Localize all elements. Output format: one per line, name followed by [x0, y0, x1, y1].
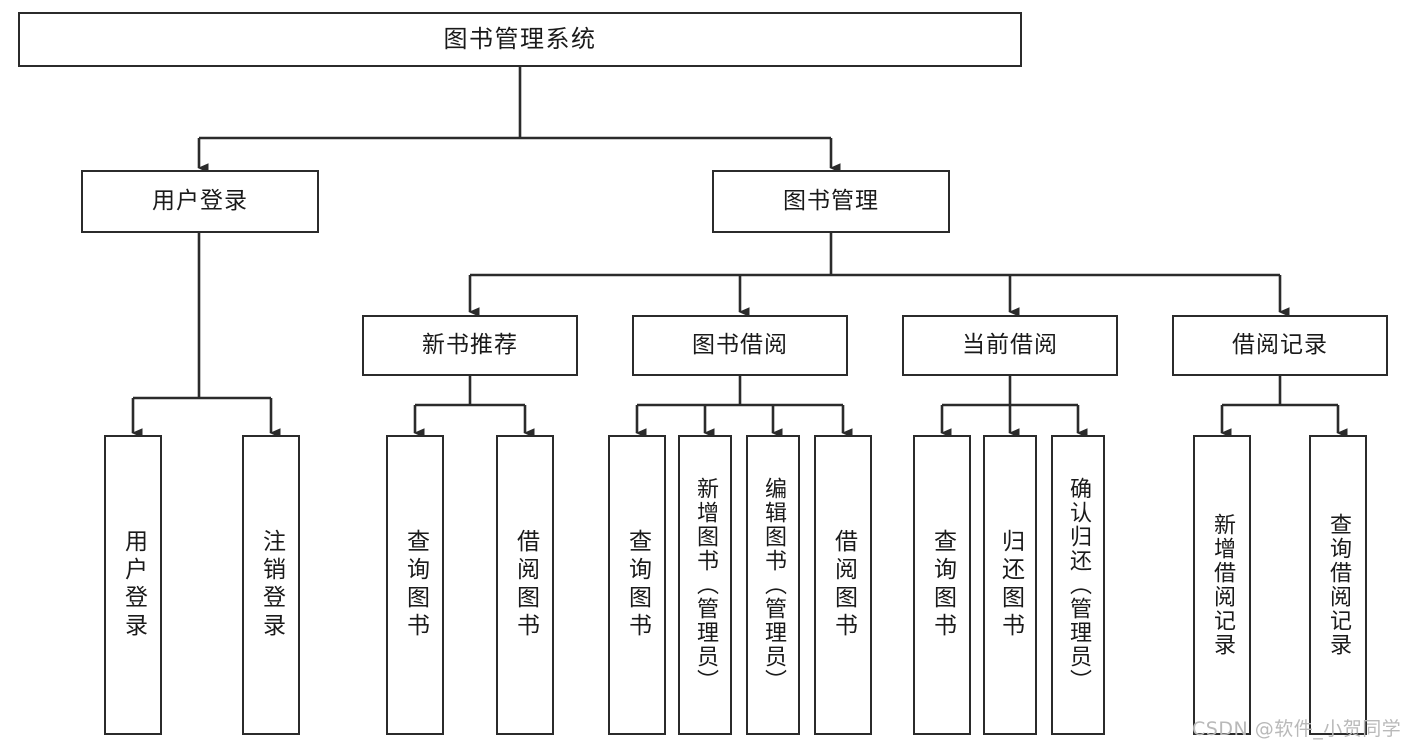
node-label: 查询图书: [624, 529, 651, 641]
node-book-borrow[interactable]: 图书借阅: [632, 315, 848, 376]
node-borrow-record[interactable]: 借阅记录: [1172, 315, 1388, 376]
node-leaf-add-book[interactable]: 新增图书（管理员）: [678, 435, 732, 735]
node-label: 新增借阅记录: [1210, 513, 1235, 657]
node-leaf-return-book[interactable]: 归还图书: [983, 435, 1037, 735]
node-new-book-recommend[interactable]: 新书推荐: [362, 315, 578, 376]
node-current-borrow[interactable]: 当前借阅: [902, 315, 1118, 376]
node-leaf-edit-book[interactable]: 编辑图书（管理员）: [746, 435, 800, 735]
node-label: 新增图书（管理员）: [693, 477, 718, 693]
node-leaf-query-book-2[interactable]: 查询图书: [608, 435, 666, 735]
node-label: 注销登录: [258, 529, 285, 641]
node-label: 借阅图书: [830, 529, 857, 641]
csdn-watermark: CSDN @软件_小贺同学: [1192, 718, 1402, 740]
node-leaf-add-record[interactable]: 新增借阅记录: [1193, 435, 1251, 735]
node-label: 新书推荐: [422, 331, 518, 358]
node-leaf-user-login[interactable]: 用户登录: [104, 435, 162, 735]
node-label: 当前借阅: [962, 331, 1058, 358]
node-leaf-query-book-1[interactable]: 查询图书: [386, 435, 444, 735]
node-leaf-query-book-3[interactable]: 查询图书: [913, 435, 971, 735]
node-leaf-confirm-return[interactable]: 确认归还（管理员）: [1051, 435, 1105, 735]
node-label: 归还图书: [997, 529, 1024, 641]
node-label: 借阅图书: [512, 529, 539, 641]
node-label: 用户登录: [152, 187, 248, 214]
node-label: 查询图书: [402, 529, 429, 641]
node-label: 编辑图书（管理员）: [761, 477, 786, 693]
node-label: 用户登录: [120, 529, 147, 641]
node-book-management[interactable]: 图书管理: [712, 170, 950, 233]
node-label: 确认归还（管理员）: [1066, 477, 1091, 693]
node-root-book-management-system[interactable]: 图书管理系统: [18, 12, 1022, 67]
node-label: 查询图书: [929, 529, 956, 641]
node-label: 图书借阅: [692, 331, 788, 358]
node-label: 图书管理: [783, 187, 879, 214]
node-leaf-borrow-book-1[interactable]: 借阅图书: [496, 435, 554, 735]
node-user-login[interactable]: 用户登录: [81, 170, 319, 233]
node-label: 图书管理系统: [443, 25, 597, 54]
node-leaf-borrow-book-2[interactable]: 借阅图书: [814, 435, 872, 735]
node-label: 借阅记录: [1232, 331, 1328, 358]
node-leaf-query-record[interactable]: 查询借阅记录: [1309, 435, 1367, 735]
node-leaf-user-logout[interactable]: 注销登录: [242, 435, 300, 735]
node-label: 查询借阅记录: [1326, 513, 1351, 657]
